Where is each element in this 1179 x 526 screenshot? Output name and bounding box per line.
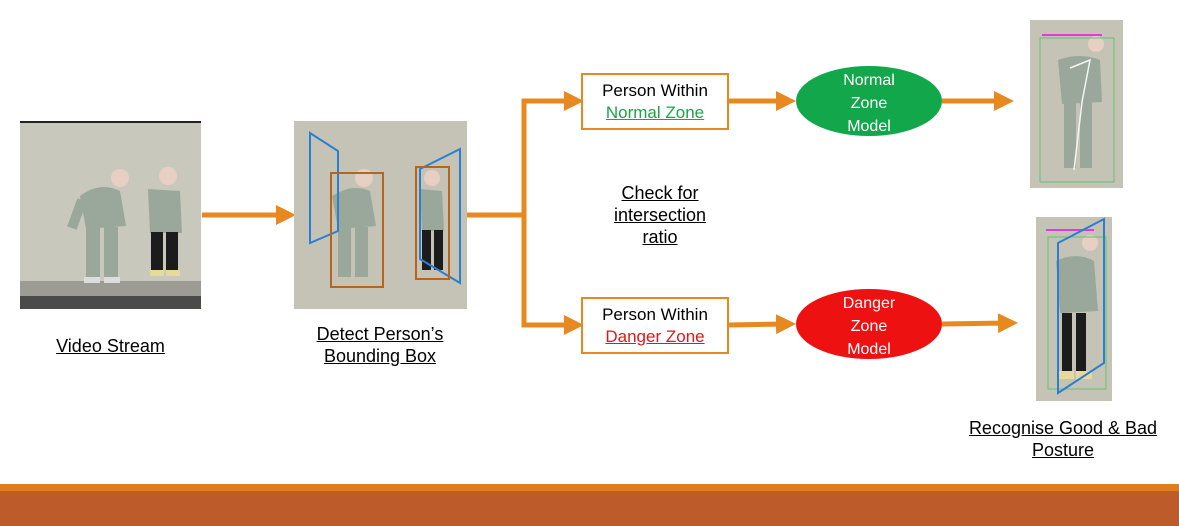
danger-output-image: [1036, 217, 1112, 401]
person-figure-left: [67, 169, 129, 283]
zone-outline-right: [419, 147, 461, 285]
arrow-split-to-danger: [521, 215, 584, 335]
detection-image: [294, 121, 467, 309]
arrow-danger-model-to-output: [941, 313, 1018, 334]
normal-zone-label: Normal Zone: [605, 103, 705, 122]
person-figure-right: [148, 167, 182, 276]
video-stream-caption: Video Stream: [56, 336, 165, 356]
normal-zone-model: Normal Zone Model: [796, 66, 942, 136]
normal-output-image: [1030, 20, 1123, 188]
footer-accent-bar: [0, 484, 1179, 491]
zone-outline-left: [309, 131, 339, 245]
danger-zone-model: Danger Zone Model: [796, 289, 942, 359]
person-figure-right: [420, 170, 444, 270]
zone-outline: [1057, 217, 1105, 395]
normal-zone-box: Person Within Normal Zone: [581, 73, 729, 130]
person-bounding-box-right: [415, 166, 450, 280]
intersection-caption: Check for intersection ratio: [613, 183, 707, 247]
arrow-split-to-normal: [521, 91, 584, 215]
danger-zone-label: Danger Zone: [605, 327, 705, 346]
arrow-danger-box-to-model: [728, 314, 796, 335]
detect-caption: Detect Person’s Bounding Box: [316, 324, 444, 366]
danger-zone-box: Person Within Danger Zone: [581, 297, 729, 354]
person-bounding-box-left: [330, 172, 384, 288]
video-stream-image: [20, 121, 201, 309]
footer-bar: [0, 491, 1179, 526]
recognise-caption: Recognise Good & Bad Posture: [968, 418, 1158, 460]
